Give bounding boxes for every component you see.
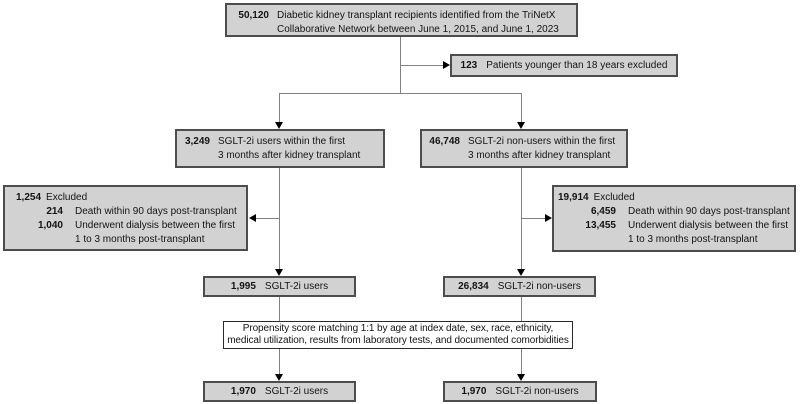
description-line: Collaborative Network between June 1, 20…	[277, 24, 559, 35]
box-propensity-matching: Propensity score matching 1:1 by age at …	[223, 321, 573, 349]
arrowhead-into-age-excluded	[443, 61, 450, 69]
nonusers-eligible-count: 26,834	[458, 281, 489, 292]
box-age-excluded: 123 Patients younger than 18 years exclu…	[450, 54, 678, 77]
nonusers-initial-description: SGLT-2i non-users within the first 3 mon…	[468, 135, 615, 166]
arrowhead-into-users-eligible	[275, 269, 283, 276]
box-nonusers-matched: 1,970 SGLT-2i non-users	[443, 381, 597, 402]
arrowhead-into-nonusers-matched	[517, 374, 525, 381]
connector-nonusers-vertical-4	[521, 349, 522, 374]
connector-split-bar	[279, 93, 522, 94]
box-nonusers-eligible: 26,834 SGLT-2i non-users	[443, 276, 596, 297]
connector-users-vertical-3	[279, 297, 280, 321]
connector-nonusers-vertical-3	[521, 297, 522, 321]
connector-users-branch-vertical	[279, 93, 280, 123]
connector-nonusers-excluded-horizontal	[521, 218, 545, 219]
users-initial-description: SGLT-2i users within the first 3 months …	[218, 135, 360, 166]
arrowhead-into-nonusers-excluded	[545, 214, 552, 222]
reason-line: 1 to 3 months post-transplant	[75, 234, 205, 245]
arrowhead-into-users-matched	[275, 374, 283, 381]
box-users-excluded: 1,254 Excluded 214 Death within 90 days …	[3, 185, 248, 251]
arrowhead-into-nonusers-initial	[517, 122, 525, 129]
reason-count: 1,040	[37, 220, 63, 231]
users-matched-count: 1,970	[230, 386, 256, 397]
matching-line: medical utilization, results from labora…	[227, 335, 569, 346]
connector-age-excluded-horizontal	[400, 65, 443, 66]
reason-text: Underwent dialysis between the first 1 t…	[75, 219, 235, 247]
age-excluded-label: Patients younger than 18 years excluded	[486, 60, 668, 71]
exclusion-reason-row: 13,455 Underwent dialysis between the fi…	[554, 219, 794, 247]
connector-nonusers-branch-vertical	[521, 93, 522, 123]
nonusers-matched-label: SGLT-2i non-users	[495, 386, 579, 397]
reason-count: 13,455	[585, 220, 616, 231]
exclusion-reason-row: 6,459 Death within 90 days post-transpla…	[554, 205, 794, 219]
nonusers-initial-count: 46,748	[429, 136, 460, 147]
connector-users-vertical-4	[279, 349, 280, 374]
reason-count: 214	[46, 206, 63, 217]
age-excluded-count: 123	[460, 60, 478, 71]
arrowhead-into-users-excluded	[249, 214, 256, 222]
exclusion-reason-row: 1,040 Underwent dialysis between the fir…	[5, 219, 246, 247]
total-recipients-description: Diabetic kidney transplant recipients id…	[277, 9, 559, 35]
users-excluded-label: Excluded	[46, 192, 88, 203]
nonusers-excluded-header: 19,914 Excluded	[554, 191, 794, 205]
box-nonusers-excluded: 19,914 Excluded 6,459 Death within 90 da…	[552, 185, 796, 252]
connector-nonusers-vertical-2	[521, 168, 522, 270]
total-recipients-count: 50,120	[238, 10, 269, 21]
users-excluded-count: 1,254	[16, 192, 42, 203]
nonusers-excluded-label: Excluded	[593, 192, 635, 203]
users-eligible-count: 1,995	[230, 281, 256, 292]
matching-line: Propensity score matching 1:1 by age at …	[242, 322, 554, 334]
nonusers-excluded-count: 19,914	[558, 192, 589, 203]
users-eligible-label: SGLT-2i users	[264, 281, 329, 292]
reason-text: Underwent dialysis between the first 1 t…	[628, 219, 788, 247]
box-users-initial: 3,249 SGLT-2i users within the first 3 m…	[175, 129, 385, 168]
description-line: 3 months after kidney transplant	[218, 150, 361, 161]
users-excluded-header: 1,254 Excluded	[5, 191, 246, 205]
description-line: Diabetic kidney transplant recipients id…	[277, 10, 556, 21]
box-nonusers-initial: 46,748 SGLT-2i non-users within the firs…	[420, 129, 628, 168]
description-line: 3 months after kidney transplant	[468, 150, 611, 161]
users-matched-label: SGLT-2i users	[264, 386, 329, 397]
box-users-eligible: 1,995 SGLT-2i users	[203, 276, 356, 297]
reason-line: Underwent dialysis between the first	[628, 220, 789, 231]
box-users-matched: 1,970 SGLT-2i users	[203, 381, 356, 402]
reason-count: 6,459	[590, 206, 616, 217]
arrowhead-into-users-initial	[275, 122, 283, 129]
reason-line: 1 to 3 months post-transplant	[628, 234, 758, 245]
nonusers-eligible-label: SGLT-2i non-users	[497, 281, 581, 292]
reason-text: Death within 90 days post-transplant	[75, 206, 237, 217]
arrowhead-into-nonusers-eligible	[517, 269, 525, 276]
reason-text: Death within 90 days post-transplant	[628, 206, 790, 217]
connector-users-vertical-2	[279, 168, 280, 270]
nonusers-matched-count: 1,970	[461, 386, 487, 397]
description-line: SGLT-2i users within the first	[218, 136, 346, 147]
connector-users-excluded-horizontal	[256, 218, 280, 219]
exclusion-reason-row: 214 Death within 90 days post-transplant	[5, 205, 246, 219]
reason-line: Underwent dialysis between the first	[75, 220, 236, 231]
users-initial-count: 3,249	[184, 136, 210, 147]
box-total-recipients: 50,120 Diabetic kidney transplant recipi…	[225, 3, 578, 37]
description-line: SGLT-2i non-users within the first	[468, 136, 616, 147]
